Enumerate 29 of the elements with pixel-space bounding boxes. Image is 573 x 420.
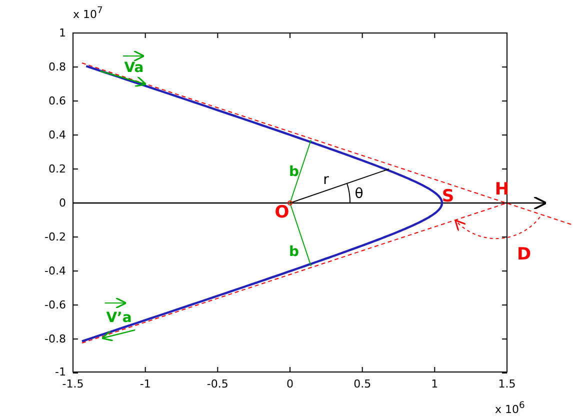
point-label: O	[274, 204, 290, 222]
tick-label: -0.2	[44, 232, 66, 242]
tick-label: 0	[59, 198, 66, 208]
vector-label: Va	[124, 61, 144, 75]
tick-label: 0.5	[354, 378, 372, 390]
tick-label: 1.5	[498, 378, 516, 390]
tick-label: 0.6	[48, 96, 66, 106]
tick-label: 0.8	[48, 62, 66, 72]
tick-label: -0.8	[44, 334, 66, 344]
tick-label: -1	[55, 366, 66, 378]
tick-label: 0.4	[48, 130, 66, 140]
vector-label: b	[288, 245, 300, 259]
tick-label: -0.6	[44, 300, 66, 310]
tick-label: 0.2	[48, 164, 66, 174]
tick-label: 0	[286, 378, 294, 390]
tick-label: -1	[140, 378, 151, 390]
scale-factor-label: x 10$^{6}$	[495, 401, 525, 415]
angle-label: r	[323, 173, 329, 187]
tick-label: 1	[59, 28, 66, 38]
vector-label: V’a	[106, 311, 132, 325]
tick-label: 1	[431, 378, 438, 390]
scale-factor-label: x 10$^{7}$	[73, 6, 103, 20]
tick-label: -0.4	[44, 266, 66, 276]
point-label: S	[442, 188, 454, 206]
tick-label: -0.5	[206, 378, 228, 390]
tick-label: -1.5	[62, 378, 84, 390]
angle-label: θ	[354, 187, 364, 201]
point-label: D	[516, 246, 532, 264]
vector-label: b	[288, 165, 300, 179]
